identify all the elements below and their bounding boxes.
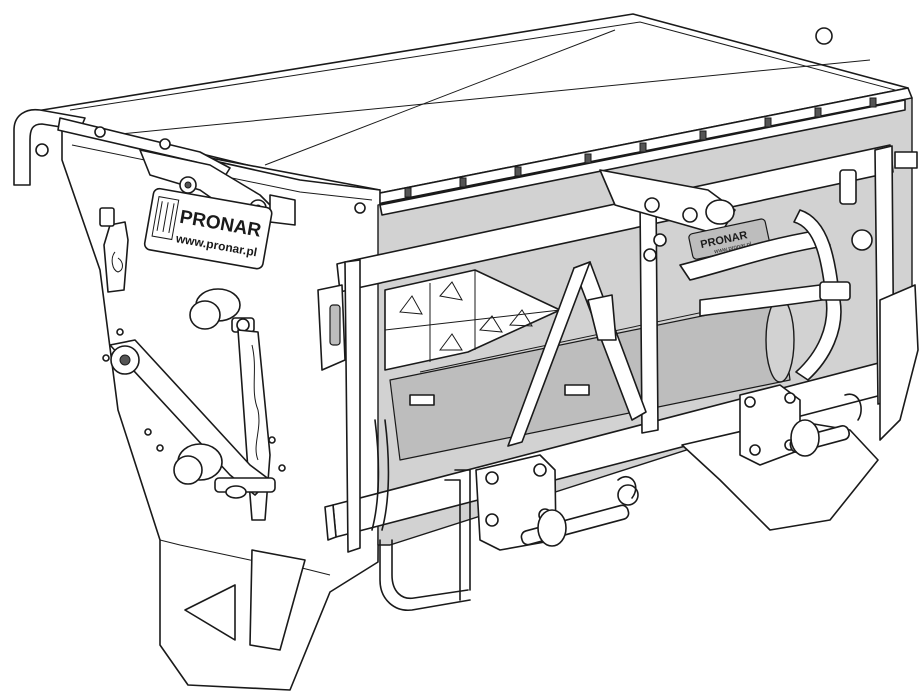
tow-hook <box>99 207 129 293</box>
lid-ear-right <box>354 27 833 214</box>
warning-sticker-panel <box>384 269 561 371</box>
hydraulic-hoses <box>679 151 918 381</box>
right-spinner-housing <box>681 284 919 531</box>
lid-clips <box>379 97 906 216</box>
center-hitch-pin <box>475 454 639 551</box>
adjustment-lever <box>102 288 286 521</box>
bottom-hose-loops <box>371 419 471 611</box>
rear-pronar-logo: PRONAR www.pronar.pl <box>688 218 770 260</box>
pronar-logo-plate: PRONAR www.pronar.pl <box>143 187 273 270</box>
lid-hinge-bar <box>13 108 231 186</box>
right-hitch-pin <box>739 384 862 466</box>
left-pull-plate <box>317 284 346 371</box>
left-side-panel <box>61 129 381 691</box>
